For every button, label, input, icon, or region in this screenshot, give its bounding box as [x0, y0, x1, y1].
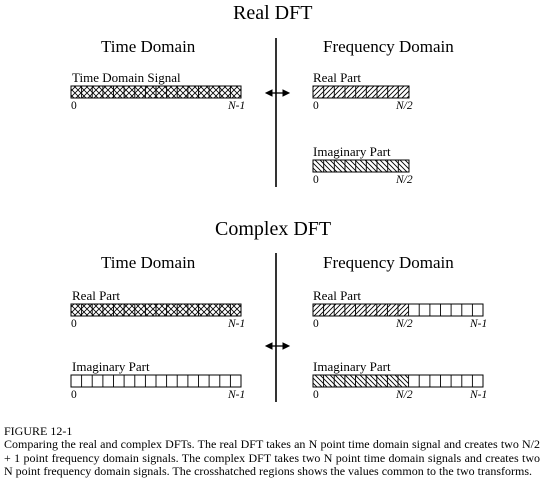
tick-n-minus-1: N-1 — [470, 389, 488, 401]
real-time-signal-label: Time Domain Signal — [72, 70, 181, 85]
complex-freq-heading: Frequency Domain — [323, 253, 454, 272]
tick-zero: 0 — [71, 318, 77, 330]
double-arrow-icon — [264, 342, 291, 350]
complex-freq-imag-bar — [312, 374, 484, 388]
real-dft-title: Real DFT — [233, 2, 313, 24]
tick-n-minus-1: N-1 — [228, 100, 246, 112]
tick-n-over-2: N/2 — [396, 174, 413, 186]
tick-zero: 0 — [313, 318, 319, 330]
real-freq-imag-label: Imaginary Part — [313, 144, 391, 159]
real-freq-imag-bar — [312, 159, 410, 173]
tick-zero: 0 — [71, 100, 77, 112]
complex-dft-title: Complex DFT — [215, 218, 332, 240]
complex-time-imag-bar — [70, 374, 242, 388]
complex-freq-real-bar — [312, 303, 484, 317]
complex-time-heading: Time Domain — [101, 253, 196, 272]
real-freq-real-label: Real Part — [313, 70, 362, 85]
tick-n-minus-1: N-1 — [228, 389, 246, 401]
tick-zero: 0 — [71, 389, 77, 401]
real-freq-heading: Frequency Domain — [323, 37, 454, 56]
double-arrow-icon — [264, 89, 291, 97]
figure-number: FIGURE 12-1 — [4, 424, 73, 438]
complex-time-real-label: Real Part — [72, 288, 121, 303]
tick-n-over-2: N/2 — [396, 318, 413, 330]
figure-caption: Comparing the real and complex DFTs. The… — [4, 437, 540, 479]
figure-caption-block: FIGURE 12-1 Comparing the real and compl… — [4, 424, 540, 479]
tick-zero: 0 — [313, 389, 319, 401]
complex-time-real-bar — [70, 303, 242, 317]
tick-n-over-2: N/2 — [396, 100, 413, 112]
real-time-heading: Time Domain — [101, 37, 196, 56]
tick-n-over-2: N/2 — [396, 389, 413, 401]
complex-freq-imag-label: Imaginary Part — [313, 359, 391, 374]
tick-n-minus-1: N-1 — [228, 318, 246, 330]
real-time-signal-bar — [70, 85, 242, 99]
tick-n-minus-1: N-1 — [470, 318, 488, 330]
tick-zero: 0 — [313, 100, 319, 112]
complex-time-imag-label: Imaginary Part — [72, 359, 150, 374]
complex-freq-real-label: Real Part — [313, 288, 362, 303]
tick-zero: 0 — [313, 174, 319, 186]
real-freq-real-bar — [312, 85, 410, 99]
